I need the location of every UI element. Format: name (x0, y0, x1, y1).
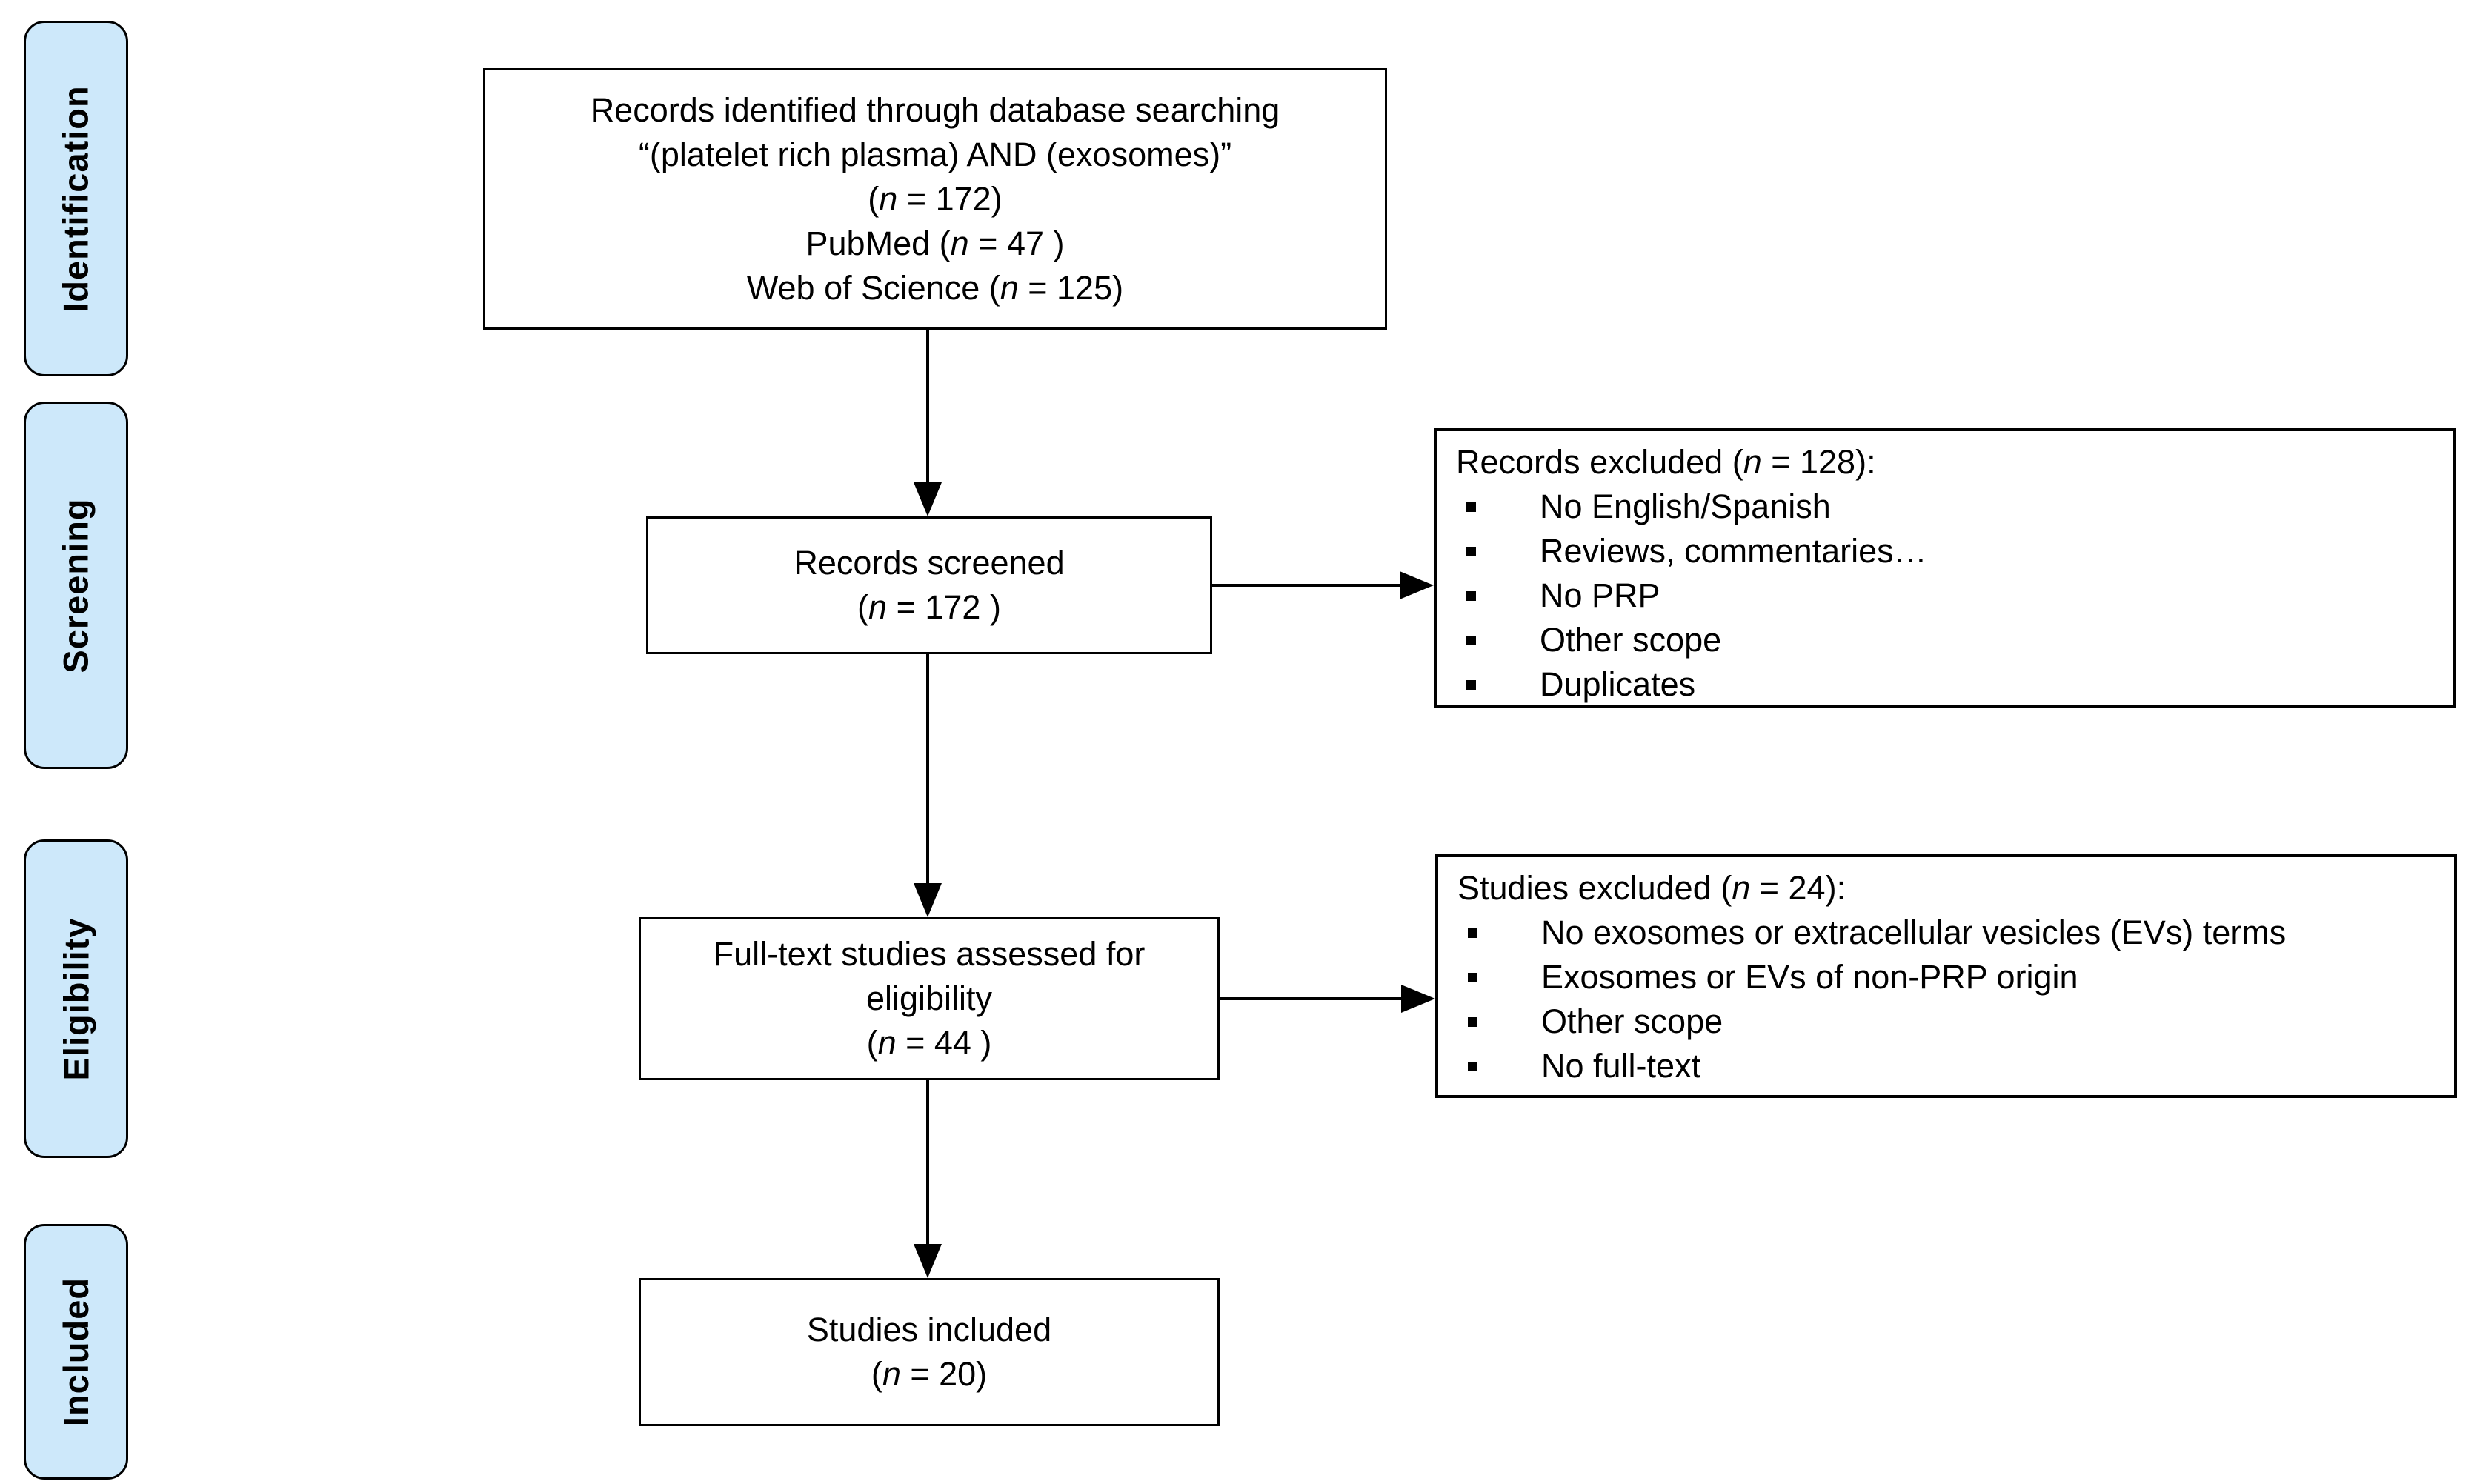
arrowhead-right-icon (1401, 985, 1435, 1013)
bullet-item-label: No English/Spanish (1540, 488, 1831, 525)
n-variable: n (882, 1355, 901, 1393)
box-line: Records identified through database sear… (590, 90, 1280, 129)
stage-label: Identification (56, 84, 96, 313)
bullet-item-label: Exosomes or EVs of non-PRP origin (1541, 958, 2078, 996)
line-text: = 125) (1018, 268, 1124, 307)
bullet-item-label: Other scope (1541, 1002, 1723, 1040)
line-text: ( (868, 179, 880, 218)
bullet-square-icon (1466, 679, 1476, 690)
n-variable: n (1732, 869, 1751, 907)
bullet-square-icon (1466, 635, 1476, 645)
list-item: Reviews, commentaries… (1456, 529, 2440, 573)
stage-included: Included (24, 1224, 128, 1480)
box-line: (n = 20) (641, 1352, 1217, 1397)
bullet-square-icon (1466, 502, 1476, 512)
box-studies-excluded: Studies excluded (n = 24): No exosomes o… (1435, 854, 2457, 1098)
arrowhead-down-icon (914, 883, 942, 917)
box-records-excluded: Records excluded (n = 128): No English/S… (1434, 428, 2456, 708)
box-line: Full-text studies assessed for (713, 935, 1146, 973)
line-text: PubMed ( (805, 224, 951, 262)
arrowhead-down-icon (914, 482, 942, 516)
arrowhead-down-icon (914, 1244, 942, 1278)
box-line: Records screened (794, 544, 1065, 582)
n-variable: n (1743, 443, 1762, 481)
line-text: ( (857, 588, 869, 626)
box-line: “(platelet rich plasma) AND (exosomes)” (638, 135, 1232, 173)
line-text: = 172) (897, 179, 1003, 218)
stage-identification: Identification (24, 21, 128, 376)
n-variable: n (879, 179, 898, 218)
list-item: Other scope (1457, 999, 2441, 1044)
list-item: Other scope (1456, 618, 2440, 662)
box-line: (n = 172 ) (648, 585, 1210, 630)
box-line: eligibility (865, 979, 993, 1017)
n-variable: n (877, 1024, 897, 1062)
connector-screened-to-excluded (1212, 584, 1401, 587)
bullet-square-icon (1468, 1016, 1477, 1027)
connector-fulltext-to-included (926, 1080, 929, 1245)
list-item: No full-text (1457, 1044, 2441, 1088)
line-text: = 128): (1761, 443, 1876, 481)
exclusion-title: Studies excluded (n = 24): (1457, 866, 2441, 911)
line-text: Records excluded ( (1456, 443, 1743, 481)
bullet-square-icon (1468, 972, 1477, 982)
list-item: Exosomes or EVs of non-PRP origin (1457, 955, 2441, 999)
list-item: No English/Spanish (1456, 485, 2440, 529)
bullet-item-label: No PRP (1540, 576, 1660, 614)
bullet-item-label: No full-text (1541, 1047, 1701, 1085)
connector-screened-to-fulltext (926, 654, 929, 885)
bullet-square-icon (1466, 546, 1476, 556)
line-text: = 24): (1750, 869, 1846, 907)
box-records-screened: Records screened (n = 172 ) (646, 516, 1212, 654)
box-records-identified: Records identified through database sear… (483, 68, 1387, 330)
line-text: Web of Science ( (746, 268, 1000, 307)
n-variable: n (1000, 268, 1019, 307)
line-text: = 172 ) (887, 588, 1001, 626)
box-line: PubMed (n = 47 ) (485, 222, 1385, 266)
stage-label: Screening (56, 497, 96, 673)
bullet-square-icon (1466, 590, 1476, 601)
box-fulltext-assessed: Full-text studies assessed for eligibili… (639, 917, 1220, 1080)
box-line: Web of Science (n = 125) (485, 266, 1385, 310)
connector-identified-to-screened (926, 330, 929, 484)
bullet-item-label: Reviews, commentaries… (1540, 532, 1927, 570)
box-line: (n = 172) (485, 177, 1385, 222)
bullet-item-label: No exosomes or extracellular vesicles (E… (1541, 914, 2287, 951)
bullet-item-label: Other scope (1540, 621, 1722, 659)
connector-fulltext-to-excluded (1220, 997, 1403, 1000)
stage-label: Included (56, 1277, 96, 1427)
exclusion-title: Records excluded (n = 128): (1456, 440, 2440, 485)
box-line: (n = 44 ) (641, 1021, 1217, 1065)
bullet-square-icon (1468, 1061, 1477, 1071)
n-variable: n (868, 588, 888, 626)
list-item: No exosomes or extracellular vesicles (E… (1457, 911, 2441, 955)
line-text: ( (871, 1355, 882, 1393)
line-text: = 47 ) (968, 224, 1065, 262)
arrowhead-right-icon (1400, 571, 1434, 599)
stage-label: Eligibility (56, 917, 96, 1080)
list-item: Duplicates (1456, 662, 2440, 707)
stage-eligibility: Eligibility (24, 839, 128, 1158)
line-text: Studies excluded ( (1457, 869, 1732, 907)
bullet-square-icon (1468, 928, 1477, 938)
n-variable: n (950, 224, 969, 262)
stage-screening: Screening (24, 402, 128, 769)
box-line: Studies included (806, 1311, 1052, 1348)
line-text: = 20) (900, 1355, 988, 1393)
line-text: ( (866, 1024, 878, 1062)
list-item: No PRP (1456, 573, 2440, 618)
line-text: = 44 ) (896, 1024, 992, 1062)
bullet-item-label: Duplicates (1540, 665, 1696, 703)
box-studies-included: Studies included (n = 20) (639, 1278, 1220, 1426)
